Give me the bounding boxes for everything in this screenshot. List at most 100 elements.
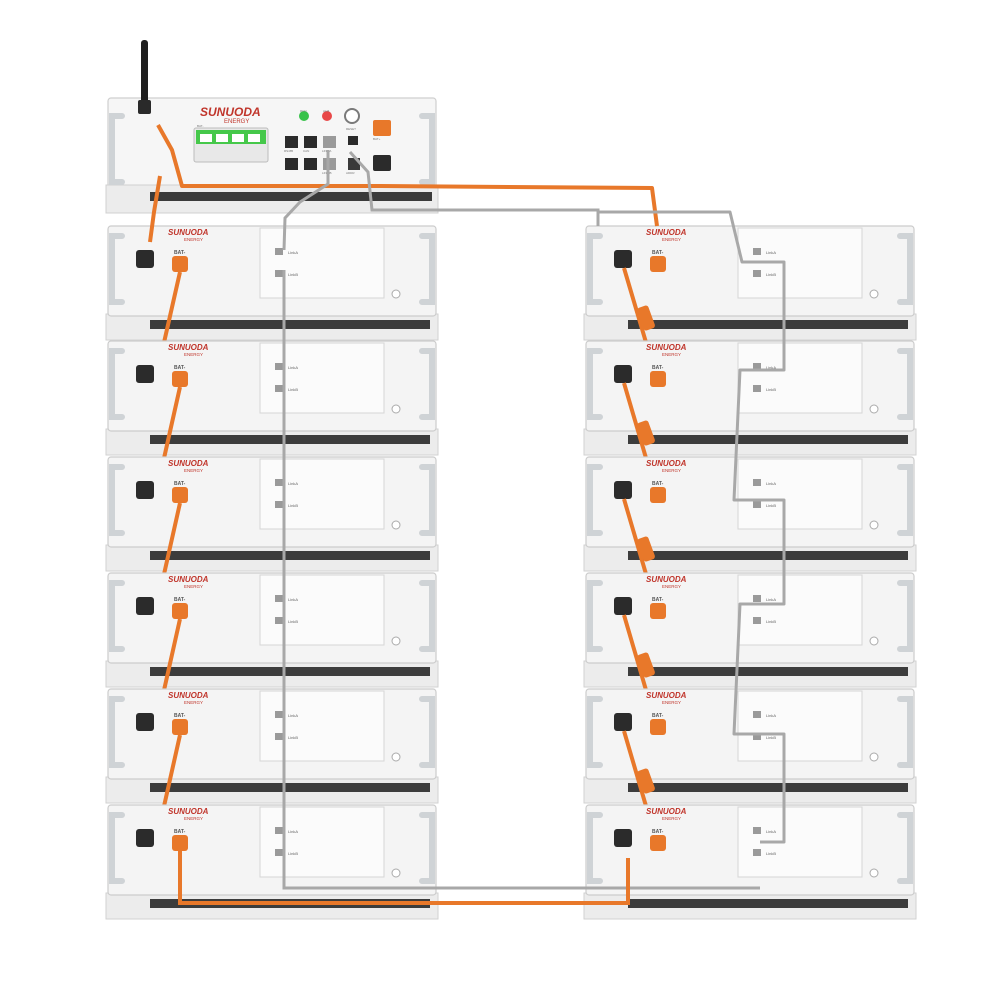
handle-icon[interactable] <box>419 348 435 420</box>
power-button-icon[interactable] <box>391 404 401 414</box>
rj45-port-icon[interactable] <box>753 711 761 718</box>
dip-switch-icon[interactable] <box>348 136 358 145</box>
power-button-icon[interactable] <box>391 752 401 762</box>
rj45-port-icon[interactable] <box>753 733 761 740</box>
battery-terminal-icon[interactable] <box>172 603 188 619</box>
rj45-port-icon[interactable] <box>753 595 761 602</box>
handle-icon[interactable] <box>897 812 913 884</box>
battery-terminal-icon[interactable] <box>650 371 666 387</box>
power-button-icon[interactable] <box>344 108 360 124</box>
rj45-port-icon[interactable] <box>275 385 283 392</box>
handle-icon[interactable] <box>109 348 125 420</box>
breaker-icon[interactable] <box>193 127 269 163</box>
rj45-port-icon[interactable] <box>753 248 761 255</box>
rj45-port-icon[interactable] <box>753 479 761 486</box>
battery-terminal-icon[interactable] <box>172 835 188 851</box>
battery-terminal-icon[interactable] <box>172 256 188 272</box>
battery-terminal-icon[interactable] <box>172 371 188 387</box>
battery-terminal-icon[interactable] <box>650 835 666 851</box>
battery-terminal-icon[interactable] <box>172 719 188 735</box>
handle-icon[interactable] <box>109 696 125 768</box>
handle-icon[interactable] <box>109 812 125 884</box>
battery-terminal-icon[interactable] <box>650 719 666 735</box>
handle-icon[interactable] <box>897 580 913 652</box>
handle-icon[interactable] <box>587 464 603 536</box>
power-button-icon[interactable] <box>869 868 879 878</box>
power-button-icon[interactable] <box>869 636 879 646</box>
handle-icon[interactable] <box>109 233 125 305</box>
handle-icon[interactable] <box>897 348 913 420</box>
handle-icon[interactable] <box>419 580 435 652</box>
battery-terminal-icon[interactable] <box>136 481 154 499</box>
power-button-icon[interactable] <box>391 636 401 646</box>
rj45-port-icon[interactable] <box>304 158 317 170</box>
power-button-icon[interactable] <box>391 868 401 878</box>
handle-icon[interactable] <box>897 464 913 536</box>
power-connector-icon[interactable] <box>373 155 391 171</box>
rj45-port-icon[interactable] <box>275 617 283 624</box>
power-button-icon[interactable] <box>869 752 879 762</box>
handle-icon[interactable] <box>419 696 435 768</box>
handle-icon[interactable] <box>109 580 125 652</box>
power-connector-icon[interactable] <box>636 652 655 679</box>
battery-terminal-icon[interactable] <box>136 365 154 383</box>
rj45-port-icon[interactable] <box>285 136 298 148</box>
rj45-port-icon[interactable] <box>753 385 761 392</box>
power-connector-icon[interactable] <box>636 768 655 795</box>
rj45-port-icon[interactable] <box>275 827 283 834</box>
rj45-port-icon[interactable] <box>275 363 283 370</box>
handle-icon[interactable] <box>587 696 603 768</box>
rj45-port-icon[interactable] <box>275 479 283 486</box>
power-button-icon[interactable] <box>869 289 879 299</box>
rj45-port-icon[interactable] <box>323 136 336 148</box>
battery-terminal-icon[interactable] <box>614 250 632 268</box>
power-connector-icon[interactable] <box>636 536 655 563</box>
battery-terminal-icon[interactable] <box>650 603 666 619</box>
handle-icon[interactable] <box>587 580 603 652</box>
rj45-port-icon[interactable] <box>753 363 761 370</box>
battery-terminal-icon[interactable] <box>650 256 666 272</box>
battery-terminal-icon[interactable] <box>136 250 154 268</box>
rj45-port-icon[interactable] <box>753 617 761 624</box>
handle-icon[interactable] <box>419 233 435 305</box>
handle-icon[interactable] <box>587 233 603 305</box>
rj45-port-icon[interactable] <box>275 711 283 718</box>
handle-icon[interactable] <box>419 812 435 884</box>
battery-terminal-icon[interactable] <box>614 713 632 731</box>
battery-terminal-icon[interactable] <box>614 365 632 383</box>
battery-terminal-icon[interactable] <box>650 487 666 503</box>
power-button-icon[interactable] <box>391 520 401 530</box>
handle-icon[interactable] <box>419 113 435 185</box>
power-connector-icon[interactable] <box>636 420 655 447</box>
handle-icon[interactable] <box>897 696 913 768</box>
rj45-port-icon[interactable] <box>753 849 761 856</box>
battery-terminal-icon[interactable] <box>136 829 154 847</box>
battery-terminal-icon[interactable] <box>172 487 188 503</box>
rj45-port-icon[interactable] <box>275 501 283 508</box>
rj45-port-icon[interactable] <box>753 270 761 277</box>
rj45-port-icon[interactable] <box>753 501 761 508</box>
battery-terminal-icon[interactable] <box>614 481 632 499</box>
rj45-port-icon[interactable] <box>285 158 298 170</box>
power-button-icon[interactable] <box>869 404 879 414</box>
handle-icon[interactable] <box>897 233 913 305</box>
power-button-icon[interactable] <box>391 289 401 299</box>
handle-icon[interactable] <box>419 464 435 536</box>
rj45-port-icon[interactable] <box>753 827 761 834</box>
power-connector-icon[interactable] <box>373 120 391 136</box>
rj45-port-icon[interactable] <box>275 849 283 856</box>
battery-terminal-icon[interactable] <box>614 597 632 615</box>
handle-icon[interactable] <box>109 113 125 185</box>
battery-terminal-icon[interactable] <box>136 597 154 615</box>
rj45-port-icon[interactable] <box>275 733 283 740</box>
handle-icon[interactable] <box>587 348 603 420</box>
battery-terminal-icon[interactable] <box>136 713 154 731</box>
rj45-port-icon[interactable] <box>275 248 283 255</box>
rj45-port-icon[interactable] <box>275 270 283 277</box>
handle-icon[interactable] <box>587 812 603 884</box>
rj45-port-icon[interactable] <box>275 595 283 602</box>
power-connector-icon[interactable] <box>636 305 655 332</box>
battery-terminal-icon[interactable] <box>614 829 632 847</box>
handle-icon[interactable] <box>109 464 125 536</box>
power-button-icon[interactable] <box>869 520 879 530</box>
